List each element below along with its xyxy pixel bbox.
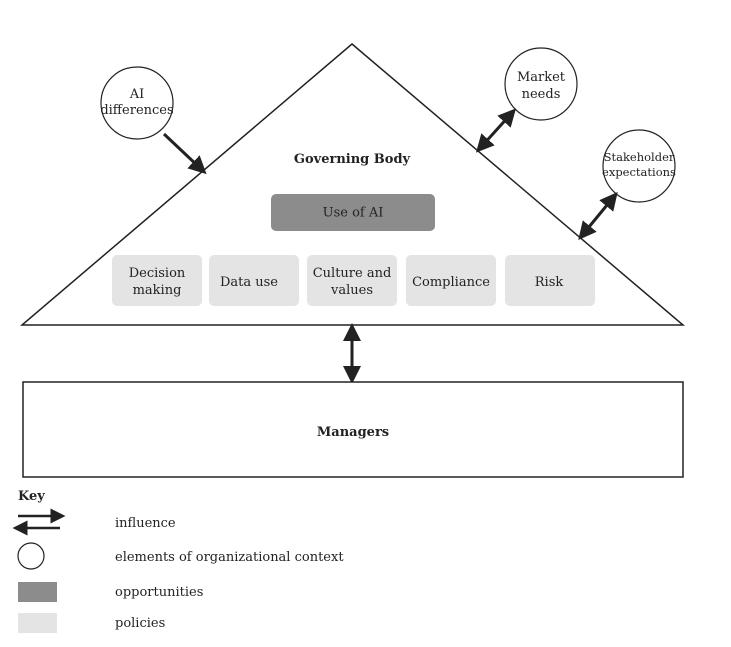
governing-body-title: Governing Body [294,152,411,167]
managers-title: Managers [317,425,389,440]
policy-label-data-use: Data use [220,275,278,290]
context-circle-market-needs [504,47,578,121]
policy-label-decision-making-1: Decision [129,266,186,281]
policy-box-data-use [209,255,299,306]
policy-box-decision-making [112,255,202,306]
context-label-stakeholder-expectations-2: expectations [602,165,676,179]
legend-influence-label: influence [115,516,176,531]
policy-box-risk [505,255,595,306]
policy-label-culture-and-values-1: Culture and [313,266,392,281]
legend-context-circle [17,542,45,570]
opportunity-box-use-of-ai [271,194,435,231]
context-label-ai-differences-2: differences [100,103,173,118]
legend-policy-swatch [18,613,57,633]
policy-label-decision-making-2: making [133,283,182,298]
influence-arrow-ai-differences [162,132,207,175]
context-label-market-needs-1: Market [517,70,566,85]
legend-title: Key [18,489,45,504]
legend-opportunity-label: opportunities [115,585,203,600]
legend-influence-symbol [12,508,66,536]
context-circle-stakeholder-expectations [602,129,676,203]
legend-opportunity-swatch [18,582,57,602]
context-label-ai-differences-1: AI [129,87,145,102]
legend: Key influence elements of organizational… [12,489,344,633]
influence-arrow-market-needs [475,108,517,153]
policy-label-compliance: Compliance [412,275,490,290]
context-circle-ai-differences [100,66,174,140]
legend-policy-label: policies [115,616,165,631]
context-label-stakeholder-expectations-1: Stakeholder [604,150,675,164]
context-label-market-needs-2: needs [522,87,561,102]
legend-context-label: elements of organizational context [115,550,344,565]
policy-box-compliance [406,255,496,306]
influence-arrow-stakeholder-expectations [578,192,618,240]
policy-label-risk: Risk [535,275,564,290]
policy-boxes: Decision making Data use Culture and val… [112,255,595,306]
managers-box [22,381,684,478]
policy-label-culture-and-values-2: values [330,283,373,298]
policy-box-culture-and-values [307,255,397,306]
opportunity-label: Use of AI [323,206,384,221]
